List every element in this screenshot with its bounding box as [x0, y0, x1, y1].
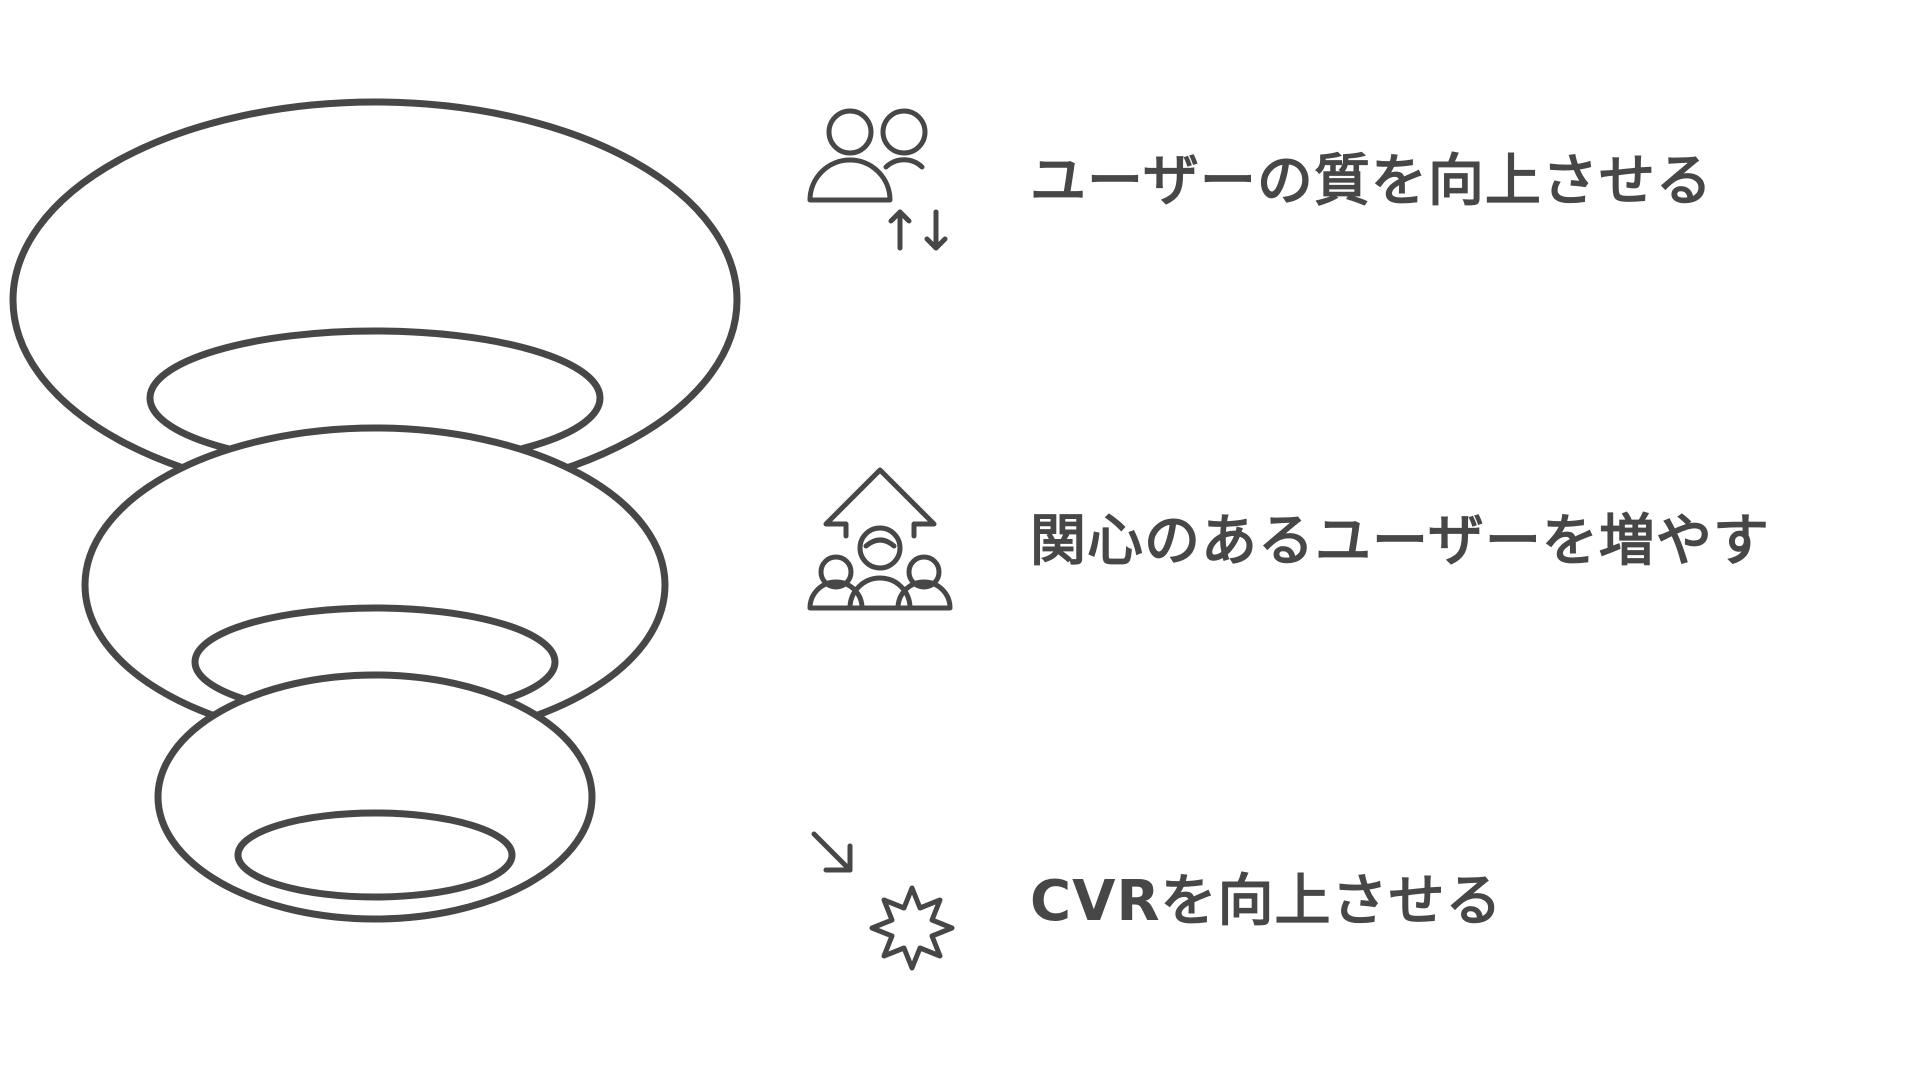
funnel-tier-bottom [154, 671, 596, 923]
stage-3-label: CVRを向上させる [1030, 869, 1503, 934]
users-up-down-icon [807, 108, 948, 251]
arrow-burst-icon [811, 831, 955, 971]
funnel-tier-top [9, 98, 741, 502]
group-arrow-up-icon [807, 467, 953, 611]
funnel-diagram [9, 98, 741, 923]
stage-1-label: ユーザーの質を向上させる [1030, 149, 1713, 214]
stage-2-label: 関心のあるユーザーを増やす [1030, 509, 1770, 574]
